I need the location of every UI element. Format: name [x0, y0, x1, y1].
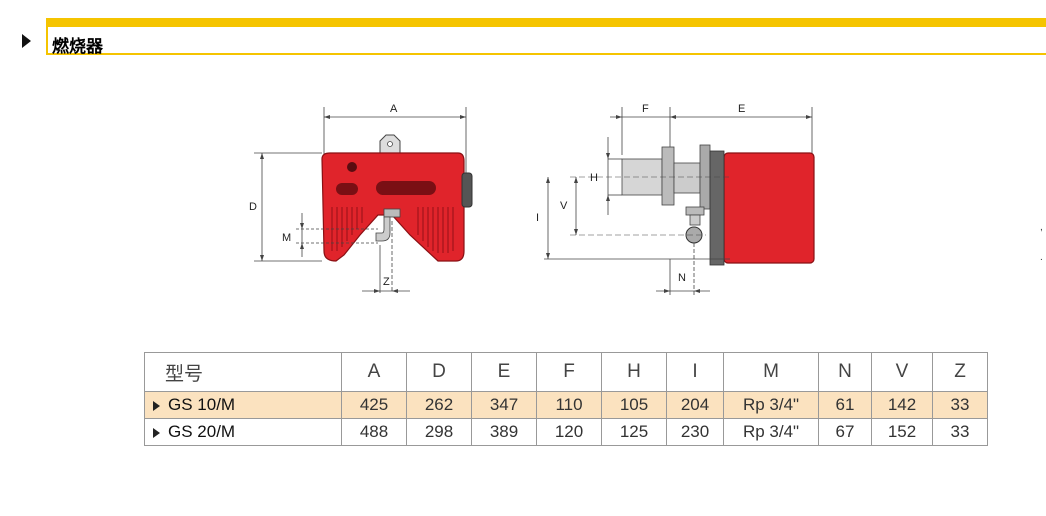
table-cell: 120 [536, 418, 602, 446]
burner-side-view: F E H V I N [536, 103, 815, 295]
section-arrow-icon [22, 34, 31, 48]
table-row: GS 20/M 488 298 389 120 125 230 Rp 3/4" … [144, 418, 988, 446]
header-z: Z [932, 352, 988, 392]
row-model-cell[interactable]: GS 10/M [144, 391, 342, 419]
header-f: F [536, 352, 602, 392]
table-cell: Rp 3/4" [723, 418, 819, 446]
table-cell: 262 [406, 391, 472, 419]
dim-label-f: F [642, 103, 649, 115]
table-cell: 152 [871, 418, 933, 446]
section-title: 燃烧器 [52, 37, 103, 57]
dimension-table: 型号 A D E F H I M N V Z GS 10/M 425 262 3… [144, 352, 988, 446]
table-cell: 488 [341, 418, 407, 446]
edge-mark: , [1040, 222, 1043, 233]
section-band [46, 18, 1046, 27]
header-i: I [666, 352, 724, 392]
table-cell: 61 [818, 391, 872, 419]
dim-label-z: Z [383, 276, 390, 288]
header-m: M [723, 352, 819, 392]
dim-label-h: H [590, 172, 598, 184]
table-cell: 389 [471, 418, 537, 446]
header-e: E [471, 352, 537, 392]
dim-label-d: D [249, 201, 257, 213]
header-h: H [601, 352, 667, 392]
dim-label-a: A [390, 103, 398, 115]
dim-label-v: V [560, 200, 568, 212]
table-cell: 204 [666, 391, 724, 419]
section-box [46, 27, 1046, 55]
edge-mark: . [1040, 252, 1043, 263]
table-cell: 105 [601, 391, 667, 419]
table-cell: 230 [666, 418, 724, 446]
burner-front-view: A D M Z [249, 103, 473, 293]
table-cell: 110 [536, 391, 602, 419]
table-cell: 142 [871, 391, 933, 419]
header-v: V [871, 352, 933, 392]
expand-triangle-icon [153, 427, 160, 438]
table-cell: 67 [818, 418, 872, 446]
table-cell: 33 [932, 418, 988, 446]
row-model-cell[interactable]: GS 20/M [144, 418, 342, 446]
header-n: N [818, 352, 872, 392]
table-cell: 33 [932, 391, 988, 419]
table-cell: 347 [471, 391, 537, 419]
row-model-label: GS 10/M [168, 395, 236, 414]
table-cell: 125 [601, 418, 667, 446]
dim-label-e: E [738, 103, 745, 115]
header-a: A [341, 352, 407, 392]
expand-triangle-icon [153, 400, 160, 411]
header-d: D [406, 352, 472, 392]
table-cell: 298 [406, 418, 472, 446]
row-model-label: GS 20/M [168, 422, 236, 441]
dim-label-m: M [282, 232, 291, 244]
table-cell: 425 [341, 391, 407, 419]
dim-label-i: I [536, 212, 539, 224]
header-model: 型号 [144, 352, 342, 392]
dim-label-n: N [678, 272, 686, 284]
table-cell: Rp 3/4" [723, 391, 819, 419]
table-row: GS 10/M 425 262 347 110 105 204 Rp 3/4" … [144, 391, 988, 419]
table-header-row: 型号 A D E F H I M N V Z [144, 352, 988, 392]
section-header: 燃烧器 [18, 18, 1046, 58]
